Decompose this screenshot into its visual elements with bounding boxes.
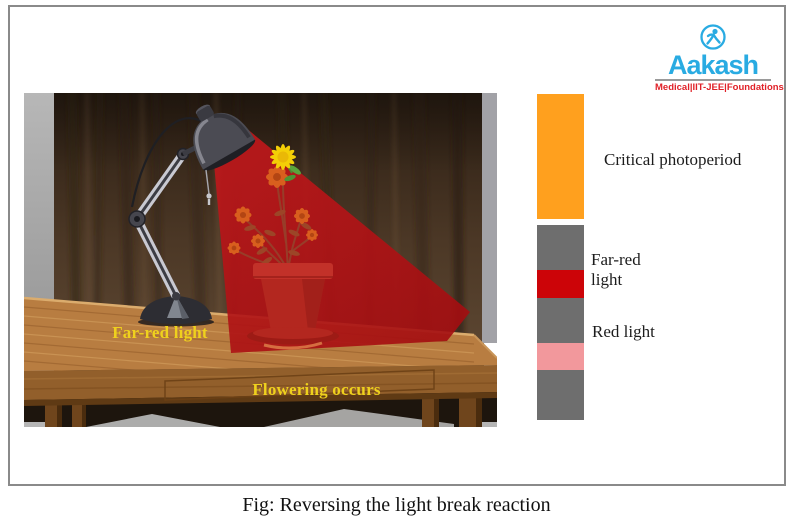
illustration: Far-red light Flowering occurs — [24, 93, 497, 427]
legend-label-red-light: Red light — [592, 322, 655, 341]
lamp-head — [193, 104, 256, 171]
lamp-cable — [130, 117, 210, 208]
aakash-tagline: Medical|IIT-JEE|Foundations — [655, 82, 784, 93]
table-legs — [45, 395, 482, 427]
far-red-light-label: Far-red light — [112, 323, 208, 342]
legend-segment-dark — [537, 298, 584, 343]
legend-segment-red-light — [537, 343, 584, 370]
table-drawer — [164, 369, 435, 401]
wall-right — [482, 93, 497, 343]
legend-segment-dark — [537, 225, 584, 270]
flower-pot — [247, 263, 339, 350]
legend-segment-dark — [537, 370, 584, 420]
aakash-logo: Aakash Medical|IIT-JEE|Foundations — [655, 22, 784, 93]
legend-segment-critical-photoperiod — [537, 94, 584, 219]
yellow-flower — [270, 144, 301, 182]
logo-underline — [655, 79, 771, 81]
aakash-person-icon — [700, 24, 726, 50]
flowering-occurs-label: Flowering occurs — [252, 380, 381, 399]
figure-caption: Fig: Reversing the light break reaction — [242, 494, 551, 516]
desk-lamp — [128, 104, 256, 327]
legend-segment-far-red-light — [537, 270, 584, 298]
legend-bar — [537, 94, 584, 420]
legend-label-far-red-light: Far-red light — [591, 250, 641, 289]
scene-graphic — [24, 93, 497, 427]
aakash-brand-text: Aakash — [667, 50, 759, 80]
legend-label-critical-photoperiod: Critical photoperiod — [604, 150, 742, 169]
lamp-pull-chain — [205, 169, 212, 205]
legend-segment-gap — [537, 219, 584, 225]
